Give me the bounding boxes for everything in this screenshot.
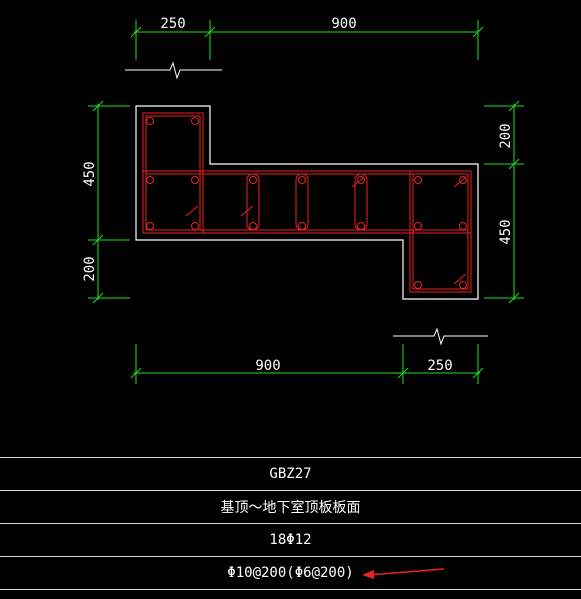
dim-bottom-left: 900 xyxy=(255,358,280,374)
stirrup-rebar: Φ10@200(Φ6@200) xyxy=(227,565,354,581)
dimension-lines xyxy=(88,20,524,384)
red-arrow-annotation xyxy=(362,568,445,579)
dim-right-upper: 200 xyxy=(498,123,514,148)
dim-left-lower: 200 xyxy=(82,256,98,281)
longitudinal-rebar: 18Φ12 xyxy=(269,532,312,548)
column-name: GBZ27 xyxy=(269,466,312,482)
column-schedule-table: GBZ27 基顶～地下室顶板板面 18Φ12 Φ10@200(Φ6@200) xyxy=(0,457,581,590)
elevation-range: 基顶～地下室顶板板面 xyxy=(220,500,361,516)
rebar-cage xyxy=(142,112,472,293)
section-drawing: 250 900 900 250 450 200 200 450 xyxy=(82,16,524,384)
row-elevation: 基顶～地下室顶板板面 xyxy=(0,490,581,523)
section-outline xyxy=(135,105,479,300)
rebar-bars xyxy=(146,117,467,289)
dim-top-right: 900 xyxy=(331,16,356,32)
row-name: GBZ27 xyxy=(0,457,581,490)
dim-right-lower: 450 xyxy=(498,219,514,244)
row-longitudinal: 18Φ12 xyxy=(0,523,581,556)
break-lines xyxy=(125,61,488,346)
dim-bottom-right: 250 xyxy=(427,358,452,374)
dim-top-left: 250 xyxy=(160,16,185,32)
dim-left-upper: 450 xyxy=(82,161,98,186)
row-stirrup: Φ10@200(Φ6@200) xyxy=(0,556,581,590)
